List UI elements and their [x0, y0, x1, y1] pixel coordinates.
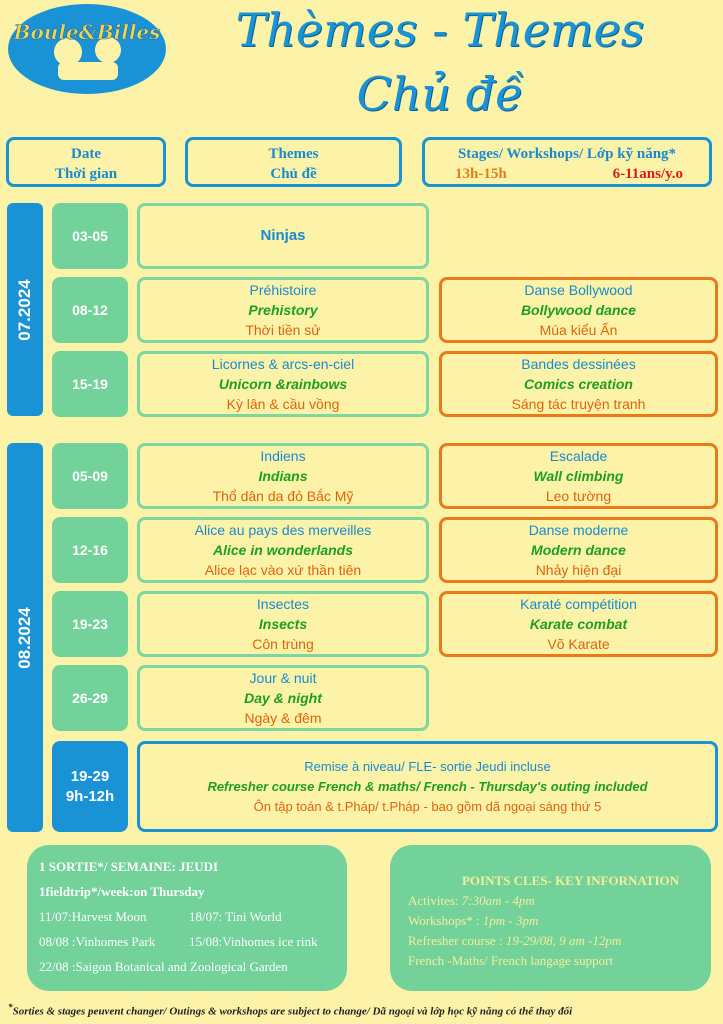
date-cell: 05-09: [52, 443, 128, 509]
children-silhouette-icon: Boule&Billes: [12, 20, 161, 80]
page-subtitle: Chủ đề: [356, 67, 524, 121]
school-logo: Boule&Billes: [8, 4, 166, 94]
month-label-july: 07.2024: [7, 203, 43, 416]
date-cell: 15-19: [52, 351, 128, 417]
date-cell: 03-05: [52, 203, 128, 269]
date-cell: 08-12: [52, 277, 128, 343]
date-cell: 26-29: [52, 665, 128, 731]
page-title: Thèmes - Themes: [235, 3, 645, 57]
svg-text:Boule&Billes: Boule&Billes: [13, 20, 161, 44]
outings-panel: 1 SORTIE*/ SEMAINE: JEUDI 1fieldtrip*/we…: [27, 845, 347, 991]
date-cell: 19-23: [52, 591, 128, 657]
date-cell: 12-16: [52, 517, 128, 583]
theme-cell: Ninjas: [137, 203, 429, 269]
refresher-box: Remise à niveau/ FLE- sortie Jeudi inclu…: [137, 741, 718, 832]
key-info-panel: POINTS CLES- KEY INFORNATION Activites: …: [390, 845, 711, 991]
footnote: *Sorties & stages peuvent changer/ Outin…: [8, 1002, 573, 1018]
month-label-august: 08.2024: [7, 443, 43, 832]
